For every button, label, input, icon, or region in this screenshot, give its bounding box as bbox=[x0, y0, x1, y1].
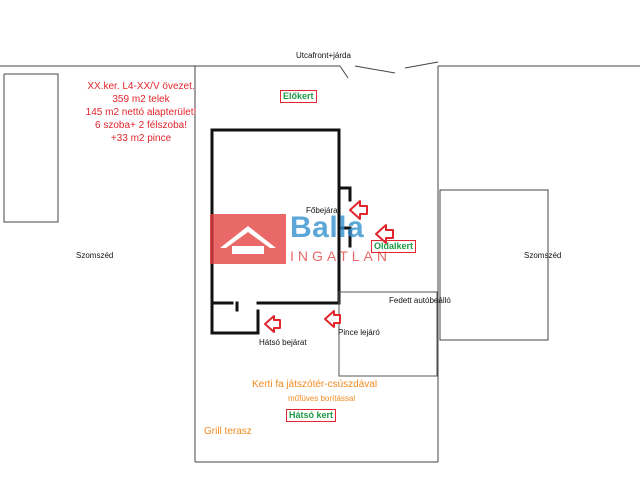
neighbor-left-building bbox=[3, 73, 59, 223]
back-entrance-label: Hátsó bejárat bbox=[259, 338, 307, 347]
main-entrance-label: Főbejárat bbox=[306, 206, 340, 215]
watermark-sub: INGATLAN bbox=[290, 248, 391, 264]
gate-leaf-right bbox=[404, 61, 439, 69]
side-entrance-arrow bbox=[375, 224, 394, 244]
back-entrance-arrow bbox=[264, 315, 281, 333]
front-garden-label: Előkert bbox=[280, 90, 317, 103]
neighbor-right-label: Szomszéd bbox=[524, 251, 562, 260]
property-info: XX.ker. L4-XX/V övezet. 359 m2 telek 145… bbox=[66, 80, 216, 145]
house-walls bbox=[210, 128, 352, 335]
cellar-entrance-arrow bbox=[324, 310, 341, 328]
info-line: 6 szoba+ 2 félszoba! bbox=[94, 120, 187, 131]
info-line: +33 m2 pince bbox=[110, 133, 172, 144]
cellar-entrance-label: Pince lejáró bbox=[338, 328, 380, 337]
main-entrance-arrow bbox=[349, 200, 368, 220]
watermark-house-logo bbox=[210, 214, 286, 264]
watermark: Balla INGATLAN bbox=[210, 211, 387, 269]
street-label: Utcafront+járda bbox=[296, 51, 351, 60]
grill-terrace-label: Grill terasz bbox=[204, 426, 252, 437]
side-garden-label: Oldalkert bbox=[371, 240, 417, 253]
gate-leaf-mid bbox=[354, 65, 396, 74]
gate-leaf-left bbox=[339, 65, 349, 79]
info-line: 145 m2 nettó alapterület! bbox=[85, 107, 197, 118]
covered-parking-label: Fedett autóbeálló bbox=[389, 296, 451, 305]
back-garden-label: Hátsó kert bbox=[286, 409, 337, 422]
info-line: 359 m2 telek bbox=[112, 94, 170, 105]
watermark-brand: Balla bbox=[290, 211, 365, 244]
info-line: XX.ker. L4-XX/V övezet. bbox=[87, 81, 195, 92]
neighbor-right-building bbox=[439, 189, 549, 341]
neighbor-left-label: Szomszéd bbox=[76, 251, 114, 260]
playground-label: Kerti fa játszótér-csúszdával bbox=[252, 379, 378, 390]
playground-surface-label: műfüves borítással bbox=[288, 394, 356, 403]
covered-parking-area bbox=[338, 291, 438, 377]
